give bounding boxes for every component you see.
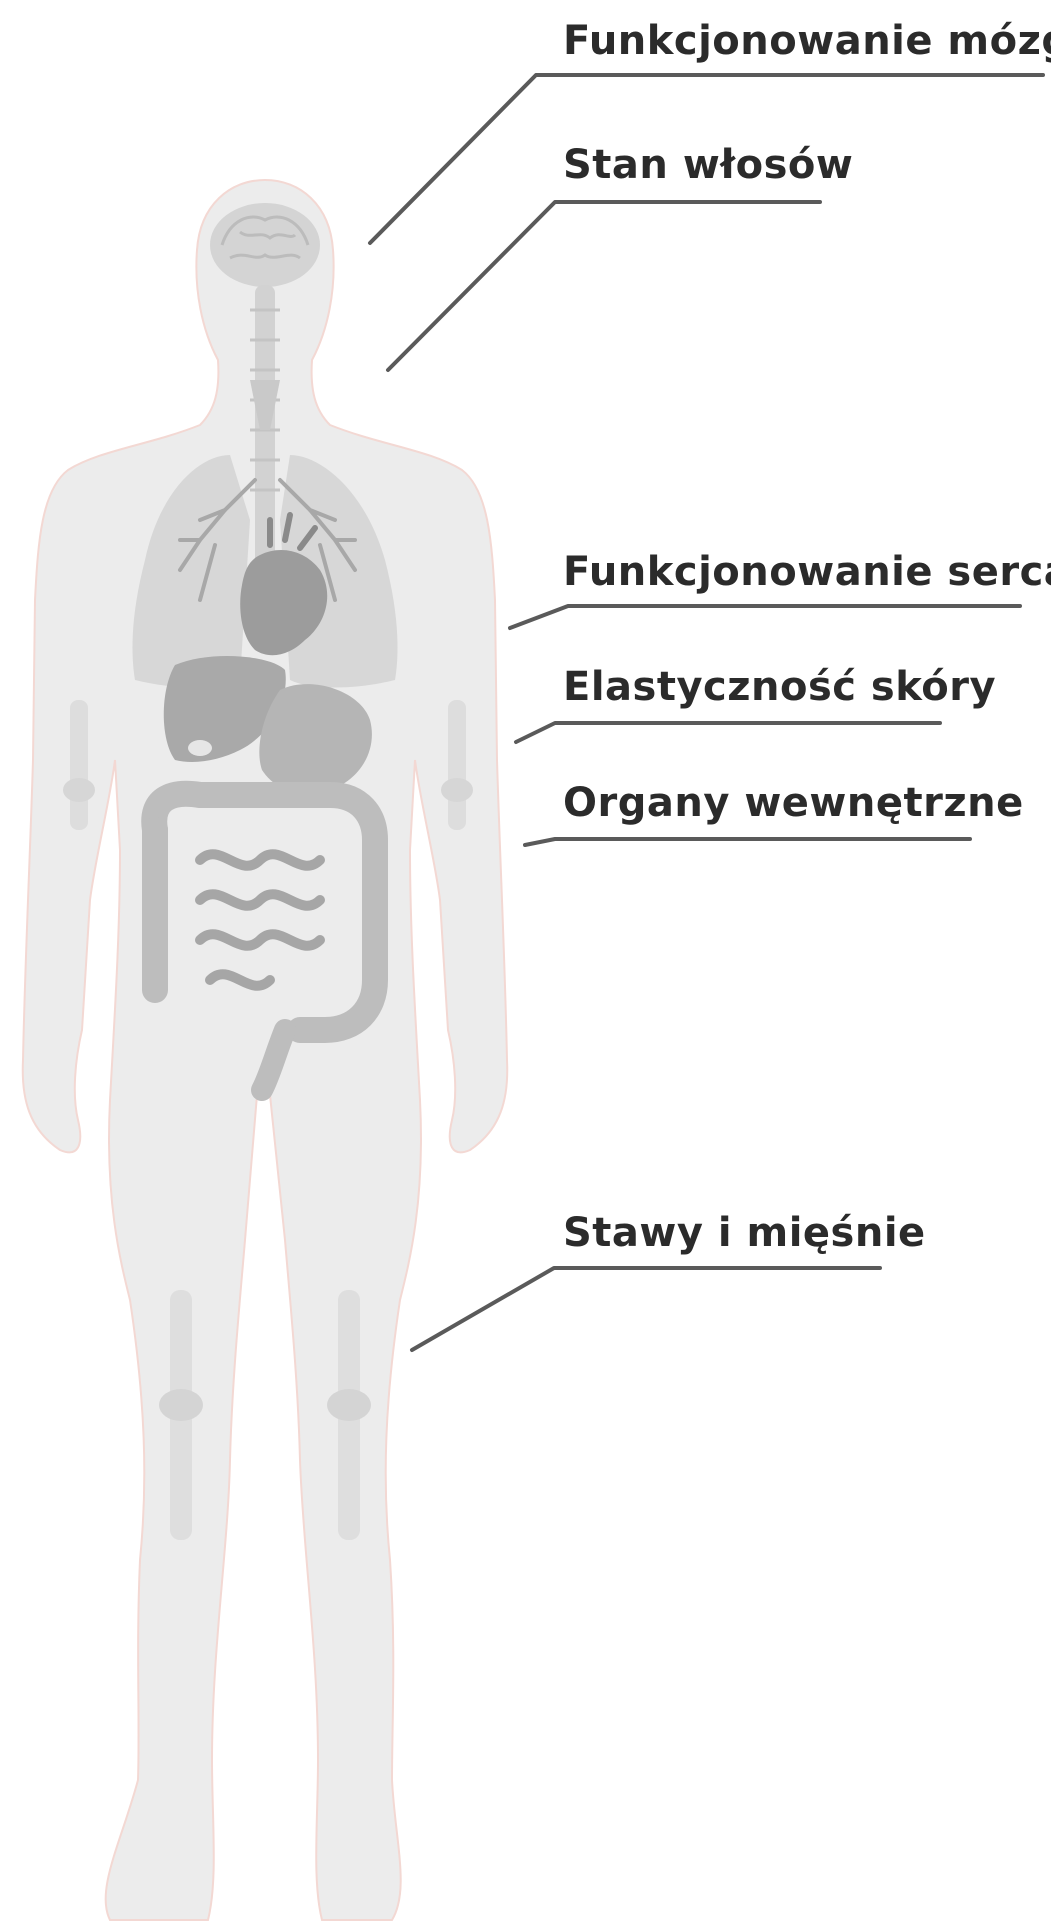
- callout-label-joints: Stawy i mięśnie: [563, 1210, 926, 1256]
- callout-label-hair: Stan włosów: [563, 142, 853, 188]
- callout-label-brain: Funkcjonowanie mózgu: [563, 18, 1051, 64]
- brain-icon: [210, 203, 320, 287]
- callout-label-skin: Elastyczność skóry: [563, 664, 996, 710]
- leader-line-organs: [525, 839, 970, 845]
- leader-line-skin: [516, 723, 940, 742]
- leader-line-heart: [510, 606, 1020, 628]
- callout-label-organs: Organy wewnętrzne: [563, 780, 1024, 826]
- leader-line-hair: [388, 202, 820, 370]
- leader-line-joints: [412, 1268, 880, 1350]
- callout-label-heart: Funkcjonowanie serca: [563, 549, 1051, 595]
